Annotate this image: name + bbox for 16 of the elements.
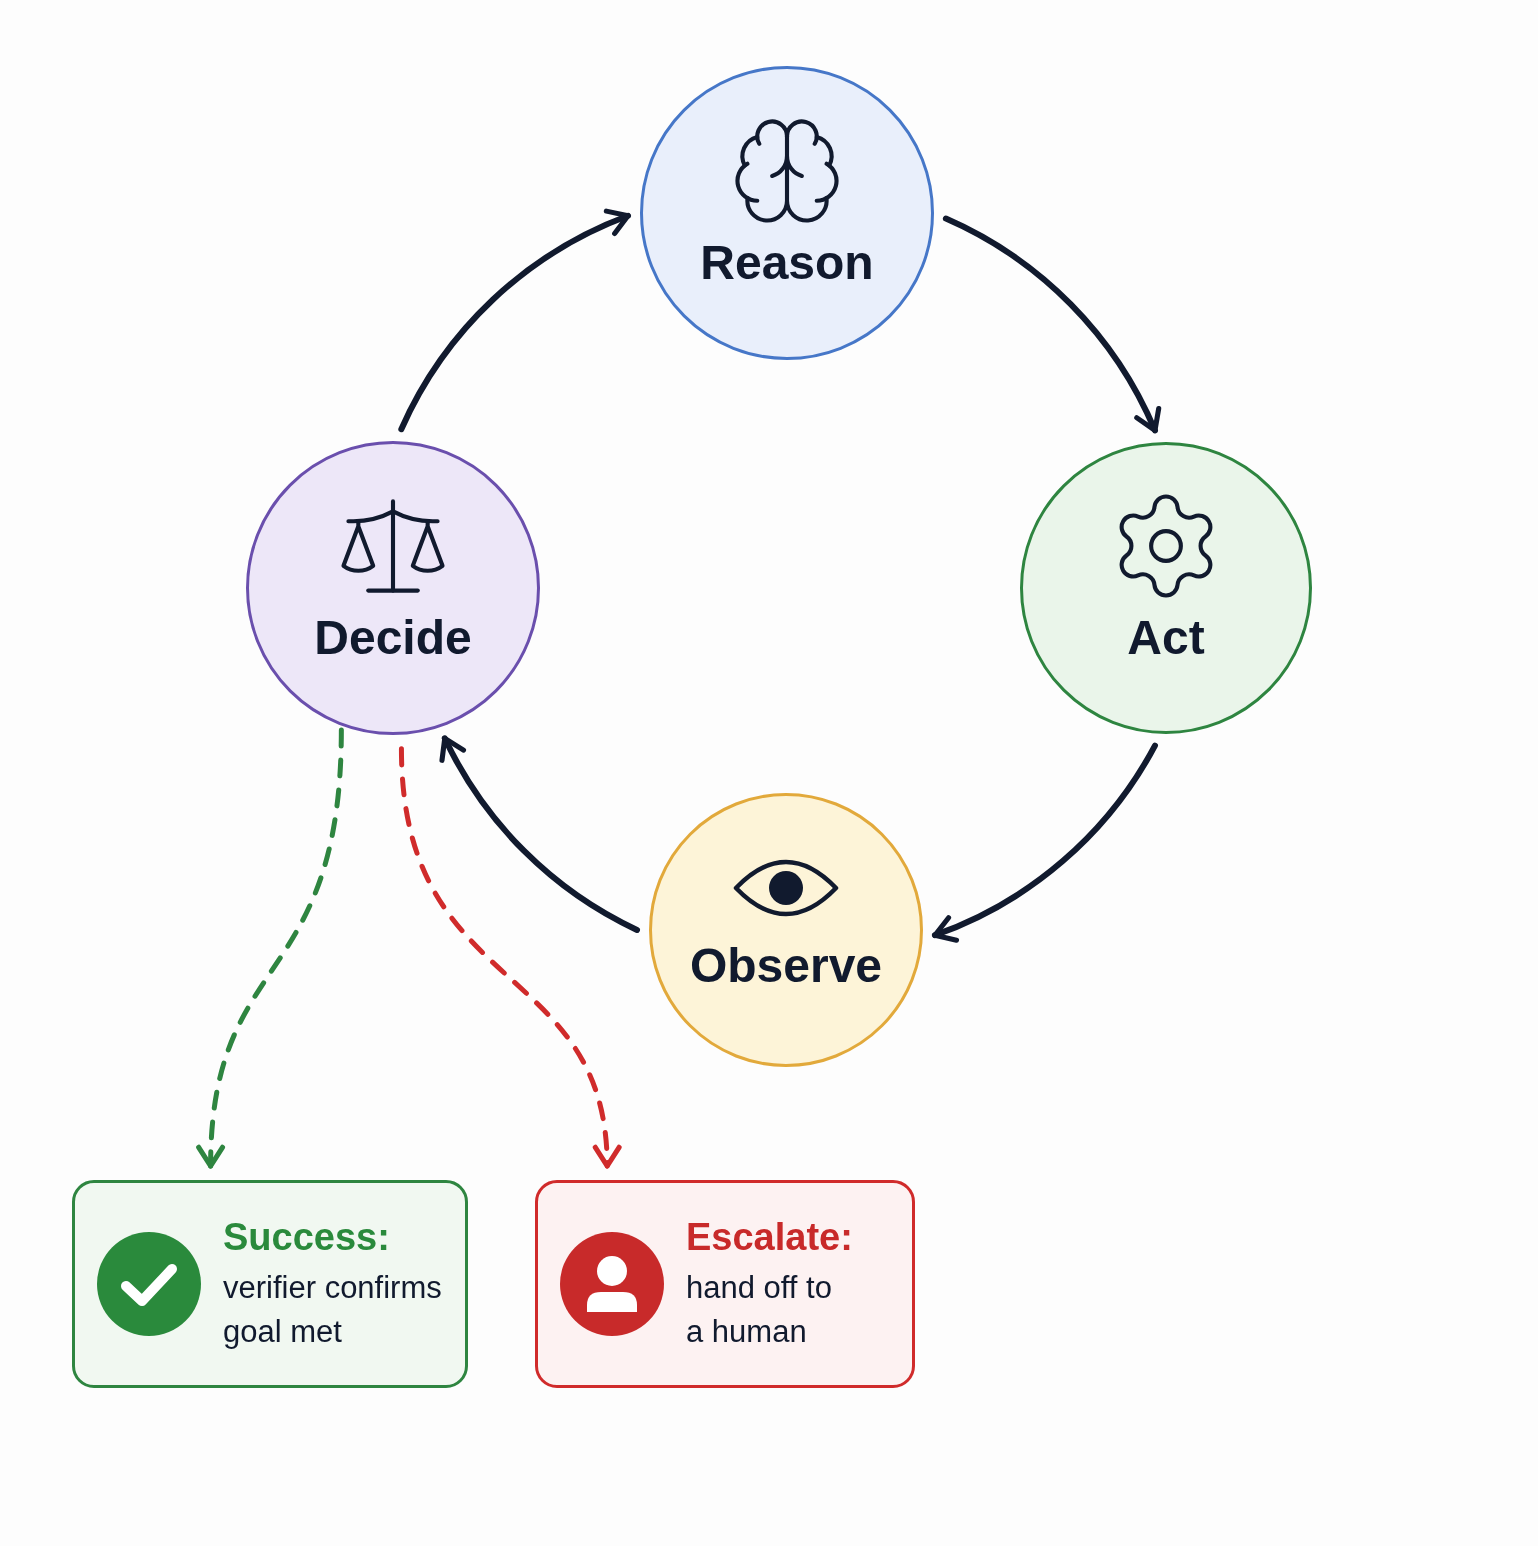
stage-label: Decide: [314, 611, 472, 665]
outcome-heading: Success:: [223, 1214, 390, 1260]
stage-label: Observe: [689, 939, 883, 993]
outcome-box: [72, 1180, 468, 1388]
dashed-arrow: [197, 727, 344, 1169]
outcome-description: hand off to a human: [686, 1269, 833, 1351]
stage-label: Reason: [700, 236, 874, 290]
curved-arrow: [942, 215, 1160, 434]
outcome-description: verifier confirms goal met: [223, 1269, 443, 1351]
outcome-box: [535, 1180, 915, 1388]
curved-arrow: [440, 735, 640, 933]
curved-arrow: [398, 209, 631, 433]
dashed-arrow: [398, 746, 620, 1169]
outcome-heading: Escalate:: [686, 1214, 853, 1260]
curved-arrow: [931, 742, 1158, 942]
stage-label: Act: [1127, 611, 1205, 665]
